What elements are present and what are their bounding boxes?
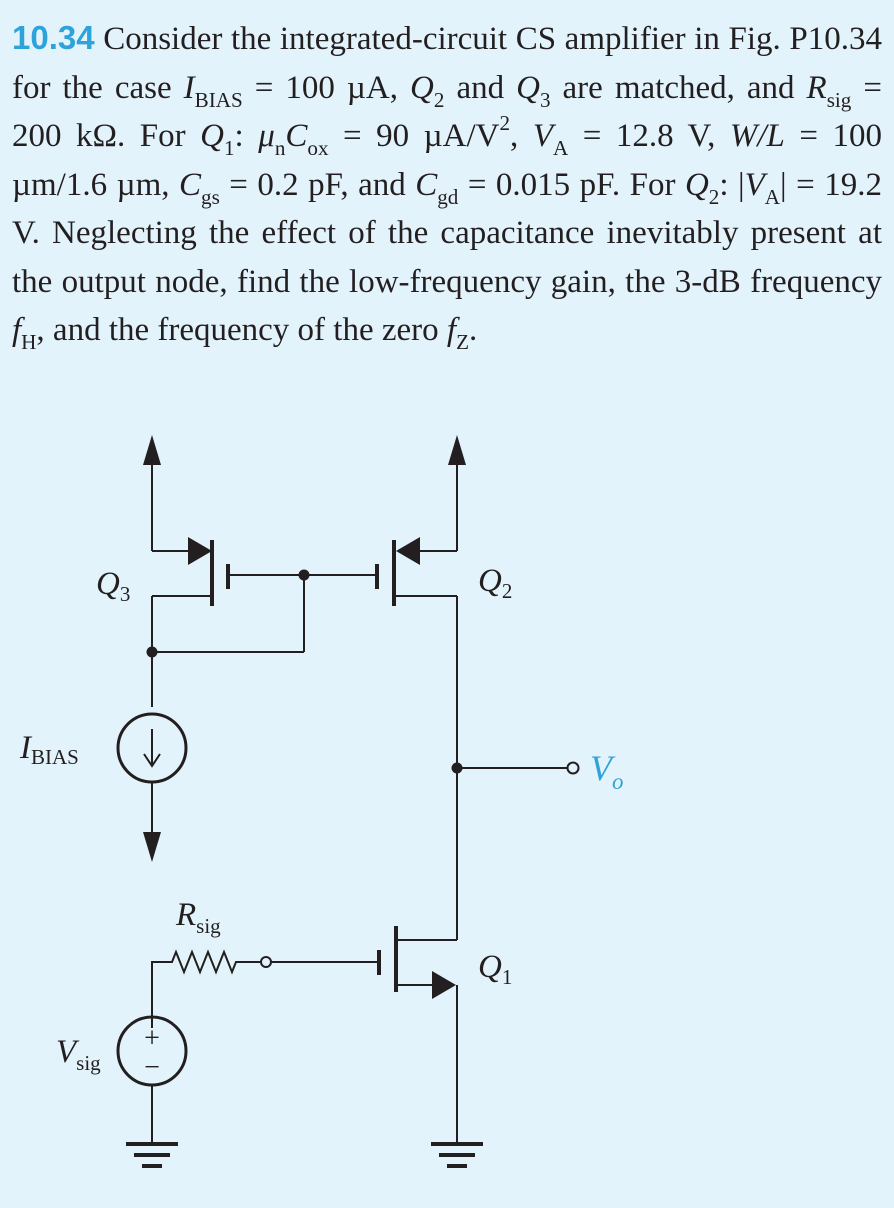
problem-text: : | [719,166,745,203]
problem-text: , [510,118,533,154]
q3-label: Q3 [96,566,130,606]
problem-text: . [468,312,478,348]
va-symbol: V [744,166,765,203]
vsig-label: Vsig [56,1034,101,1075]
q3-subscript: 3 [539,87,551,112]
transistor-q3 [151,465,377,707]
vsig-plus-sign: + [144,1023,160,1054]
junction-dot [298,569,310,581]
problem-text: = 0.2 pF, and [219,166,416,203]
problem-text: : [234,118,259,154]
junction-dot [146,646,158,658]
current-source-ibias [116,712,188,840]
cox-subscript: ox [307,135,329,160]
transistor-q2 [375,465,458,940]
problem-text: = 100 µm/1.6 µm, [12,118,882,203]
ibias-symbol: I [183,69,195,106]
problem-text: = 90 µA/V [328,118,500,154]
q1-label: Q1 [478,949,512,989]
problem-text: Consider the integrated-circuit CS ampli… [12,21,882,106]
problem-text: = 12.8 V, [568,118,730,154]
supply-arrow [143,435,161,465]
circuit-diagram: Q3 Q2 Q1 IBIAS Rsig Vsig + − Vo [19,435,624,1168]
problem-text: = 0.015 pF. For [458,166,685,203]
va-symbol: V [532,118,553,154]
cox-symbol: C [285,118,308,154]
cgd-subscript: gd [437,184,459,209]
fz-subscript: Z [456,329,469,354]
q2-label: Q2 [478,563,512,603]
cgs-symbol: C [179,166,202,203]
current-arrow [143,832,161,862]
va-subscript: A [764,184,781,209]
rsig-symbol: R [806,69,827,106]
problem-text: = 100 µA, [242,69,411,106]
mu-subscript: n [274,135,286,160]
problem-text: = 200 kΩ. For [12,69,882,155]
squared-superscript: 2 [499,111,511,136]
rsig-subscript: sig [826,87,852,112]
cgs-subscript: gs [201,184,220,209]
problem-text: are matched, and [550,69,807,106]
junction-dot [451,762,463,774]
q2-symbol: Q [410,69,434,106]
problem-number: 10.34 [12,19,95,56]
ibias-subscript: BIAS [194,87,243,112]
ibias-label: IBIAS [19,730,79,769]
ground-icon [126,1142,178,1168]
q1-subscript: 1 [223,135,235,160]
transistor-q1 [377,926,458,1142]
rsig-label: Rsig [175,897,221,938]
cgd-symbol: C [415,166,438,203]
ground-icon [431,1142,483,1168]
problem-statement: 10.34 Consider the integrated-circuit CS… [12,14,882,355]
q3-symbol: Q [516,69,540,106]
problem-text: and [444,69,517,106]
problem-text: | = 19.2 V. Neglecting the effect of the… [12,166,882,300]
fh-symbol: f [12,312,22,348]
output-terminal [566,761,580,775]
va-subscript: A [552,135,569,160]
problem-text: , and the frequency of the zero [36,312,447,348]
mu-symbol: μ [258,118,275,154]
vo-label: Vo [590,748,624,794]
resistor-rsig [151,949,379,1028]
voltage-source-vsig [116,1015,188,1142]
supply-arrow [448,435,466,465]
fh-subscript: H [21,329,37,354]
q2-subscript: 2 [433,87,445,112]
fz-symbol: f [446,312,457,348]
q1-symbol: Q [200,118,224,154]
q2-subscript: 2 [708,184,720,209]
q2-symbol: Q [684,166,709,203]
vsig-minus-sign: − [144,1052,160,1083]
wl-symbol: W/L [729,118,785,154]
